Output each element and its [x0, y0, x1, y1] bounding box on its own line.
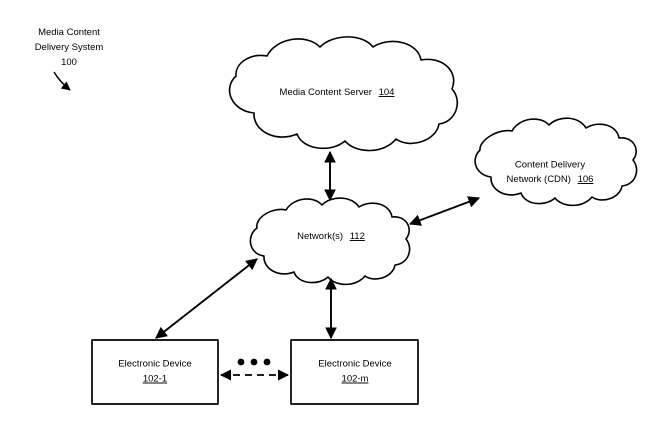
- node-electronic-device-102-m[interactable]: Electronic Device 102-m: [290, 339, 419, 405]
- connection-networks-to-cdn: [408, 196, 481, 226]
- connection-networks-to-device-102-1: [155, 258, 258, 339]
- networks-name: Network(s): [297, 231, 343, 242]
- ellipsis-dot-1: [237, 358, 245, 366]
- figure-lead-arrow: [53, 71, 71, 91]
- networks-cloud-shape: [249, 197, 411, 286]
- cdn-label-line-2: Network (CDN) 106: [507, 174, 594, 185]
- node-cdn[interactable]: Content Delivery Network (CDN) 106: [474, 117, 638, 207]
- figure-label-line-2: Delivery System: [35, 42, 104, 53]
- media-content-server-ref: 104: [379, 87, 395, 98]
- media-content-server-name: Media Content Server: [280, 87, 372, 98]
- electronic-device-102-1-name: Electronic Device: [118, 359, 191, 370]
- figure-reference-numeral: 100: [61, 57, 77, 68]
- electronic-device-102-m-name: Electronic Device: [318, 359, 391, 370]
- node-media-content-server[interactable]: Media Content Server 104: [228, 36, 459, 152]
- cdn-name-line-2: Network (CDN): [507, 174, 571, 185]
- electronic-device-102-m-box-shape: [290, 339, 419, 405]
- ellipsis-dot-3: [263, 358, 271, 366]
- ellipsis-more-devices: [237, 358, 271, 366]
- media-content-server-label: Media Content Server 104: [280, 87, 395, 98]
- electronic-device-102-m-ref: 102-m: [342, 374, 369, 385]
- electronic-device-102-1-ref: 102-1: [143, 374, 167, 385]
- networks-label: Network(s) 112: [297, 231, 365, 242]
- figure-label-line-1: Media Content: [38, 27, 100, 38]
- node-electronic-device-102-1[interactable]: Electronic Device 102-1: [91, 339, 219, 405]
- networks-ref: 112: [350, 231, 365, 242]
- figure-label: Media Content Delivery System 100: [35, 27, 104, 91]
- cdn-label-line-1: Content Delivery: [515, 160, 585, 171]
- node-networks[interactable]: Network(s) 112: [249, 197, 411, 286]
- media-content-server-cloud-shape: [228, 36, 459, 152]
- ellipsis-dot-2: [250, 358, 258, 366]
- electronic-device-102-1-box-shape: [91, 339, 219, 405]
- cdn-ref: 106: [578, 174, 594, 185]
- cdn-cloud-shape: [474, 117, 638, 207]
